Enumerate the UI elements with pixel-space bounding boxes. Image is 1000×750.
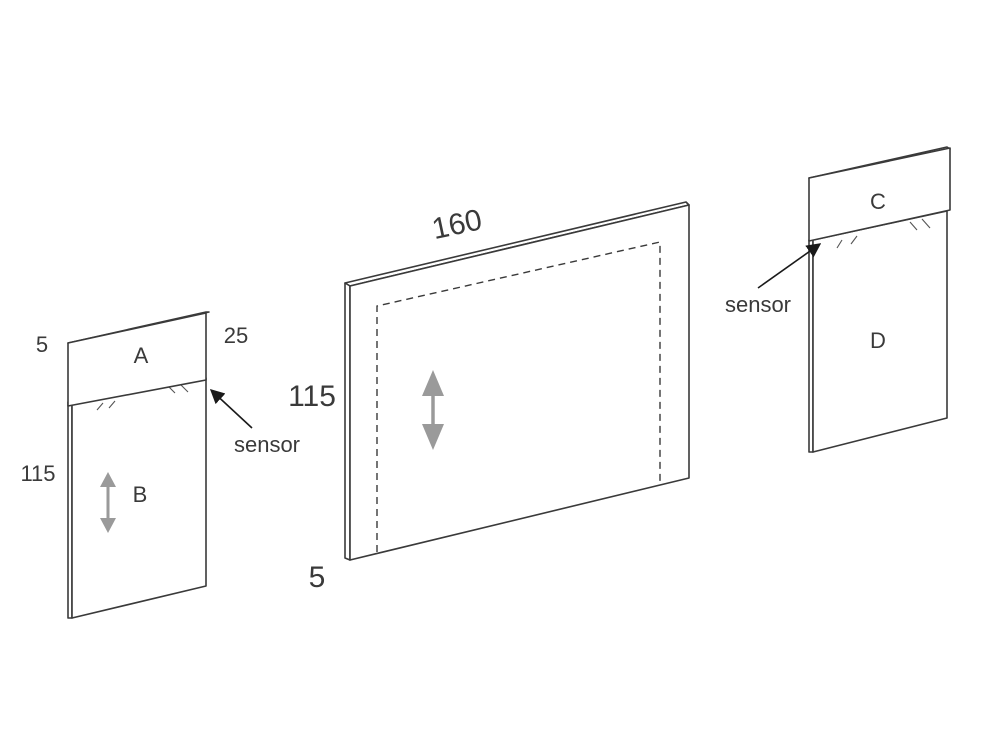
mirror-top-c (808, 146, 951, 242)
dim-height-center: 115 (288, 380, 336, 413)
right-unit: C D sensor (725, 146, 951, 453)
dim-thickness-left: 5 (36, 332, 48, 357)
sensor-label-left: sensor (234, 432, 300, 457)
dim-thickness-center: 5 (309, 561, 326, 594)
label-c: C (870, 189, 886, 214)
sensor-label-right: sensor (725, 292, 791, 317)
label-a: A (134, 343, 149, 368)
sensor-pointer-icon (209, 389, 253, 429)
label-d: D (870, 328, 886, 353)
mirror-top-a (67, 311, 210, 407)
dim-width-center: 160 (429, 203, 485, 246)
center-mirror-panel (344, 201, 690, 561)
adjust-arrow-icon (100, 472, 116, 533)
dim-height-panel-left: 115 (20, 461, 55, 486)
center-adjust-arrow-icon (422, 370, 444, 450)
sensor-pointer-icon-right (757, 243, 822, 289)
center-unit: 160 115 5 (288, 201, 690, 594)
label-b: B (133, 482, 148, 507)
left-unit: A B 5 25 115 sensor (20, 311, 300, 619)
dim-height-top-left: 25 (224, 323, 248, 348)
